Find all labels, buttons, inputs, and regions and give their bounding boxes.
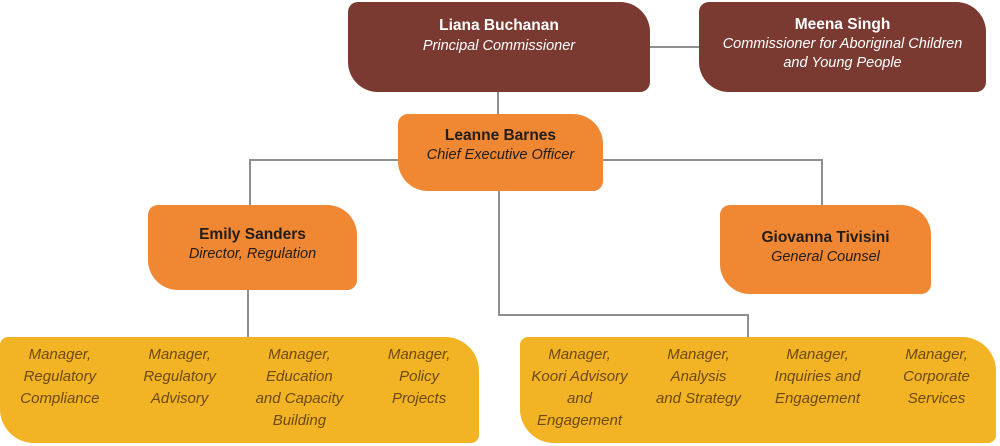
person-title: Commissioner for Aboriginal Children and… [722,36,963,72]
manager-cell-regulatory-advisory: Manager, Regulatory Advisory [143,346,216,407]
managers-band-left: Manager, Regulatory Compliance Manager, … [0,337,479,443]
connector-drop-to-emily-line [249,159,251,206]
connector-liana-ceo-line [497,91,499,115]
person-title: Director, Regulation [188,246,317,263]
manager-cell-corporate-services: Manager, Corporate Services [903,346,970,407]
node-meena-singh: Meena Singh Commissioner for Aboriginal … [699,2,986,92]
manager-cell-education-capacity-building: Manager, Education and Capacity Building [255,346,344,429]
manager-cell-policy-projects: Manager, Policy Projects [387,346,451,407]
manager-cell-inquiries-engagement: Manager, Inquiries and Engagement [774,346,861,407]
node-emily-sanders: Emily Sanders Director, Regulation [148,205,357,290]
person-title: General Counsel [771,249,880,266]
connector-ceo-elbow-line [498,314,749,316]
person-name: Meena Singh [794,15,891,33]
managers-band-right: Manager, Koori Advisory and Engagement M… [520,337,996,443]
person-title: Chief Executive Officer [426,147,575,164]
manager-cell-regulatory-compliance: Manager, Regulatory Compliance [20,346,100,407]
connector-liana-meena-line [646,46,702,48]
node-leanne-barnes: Leanne Barnes Chief Executive Officer [398,114,603,191]
manager-cell-analysis-strategy: Manager, Analysis and Strategy [655,346,742,407]
person-name: Leanne Barnes [444,126,557,144]
node-giovanna-tivisini: Giovanna Tivisini General Counsel [720,205,931,294]
person-name: Emily Sanders [199,225,306,243]
connector-elbow-drop-to-band-line [747,314,749,338]
manager-cell-koori-advisory-engagement: Manager, Koori Advisory and Engagement [531,346,628,429]
person-name: Giovanna Tivisini [761,228,890,246]
connector-drop-to-giovanna-line [821,159,823,206]
connector-ceo-down-line [498,190,500,316]
person-name: Liana Buchanan [439,17,559,35]
person-title: Principal Commissioner [422,37,576,54]
node-liana-buchanan: Liana Buchanan Principal Commissioner [348,2,650,92]
connector-emily-to-band-line [247,289,249,338]
